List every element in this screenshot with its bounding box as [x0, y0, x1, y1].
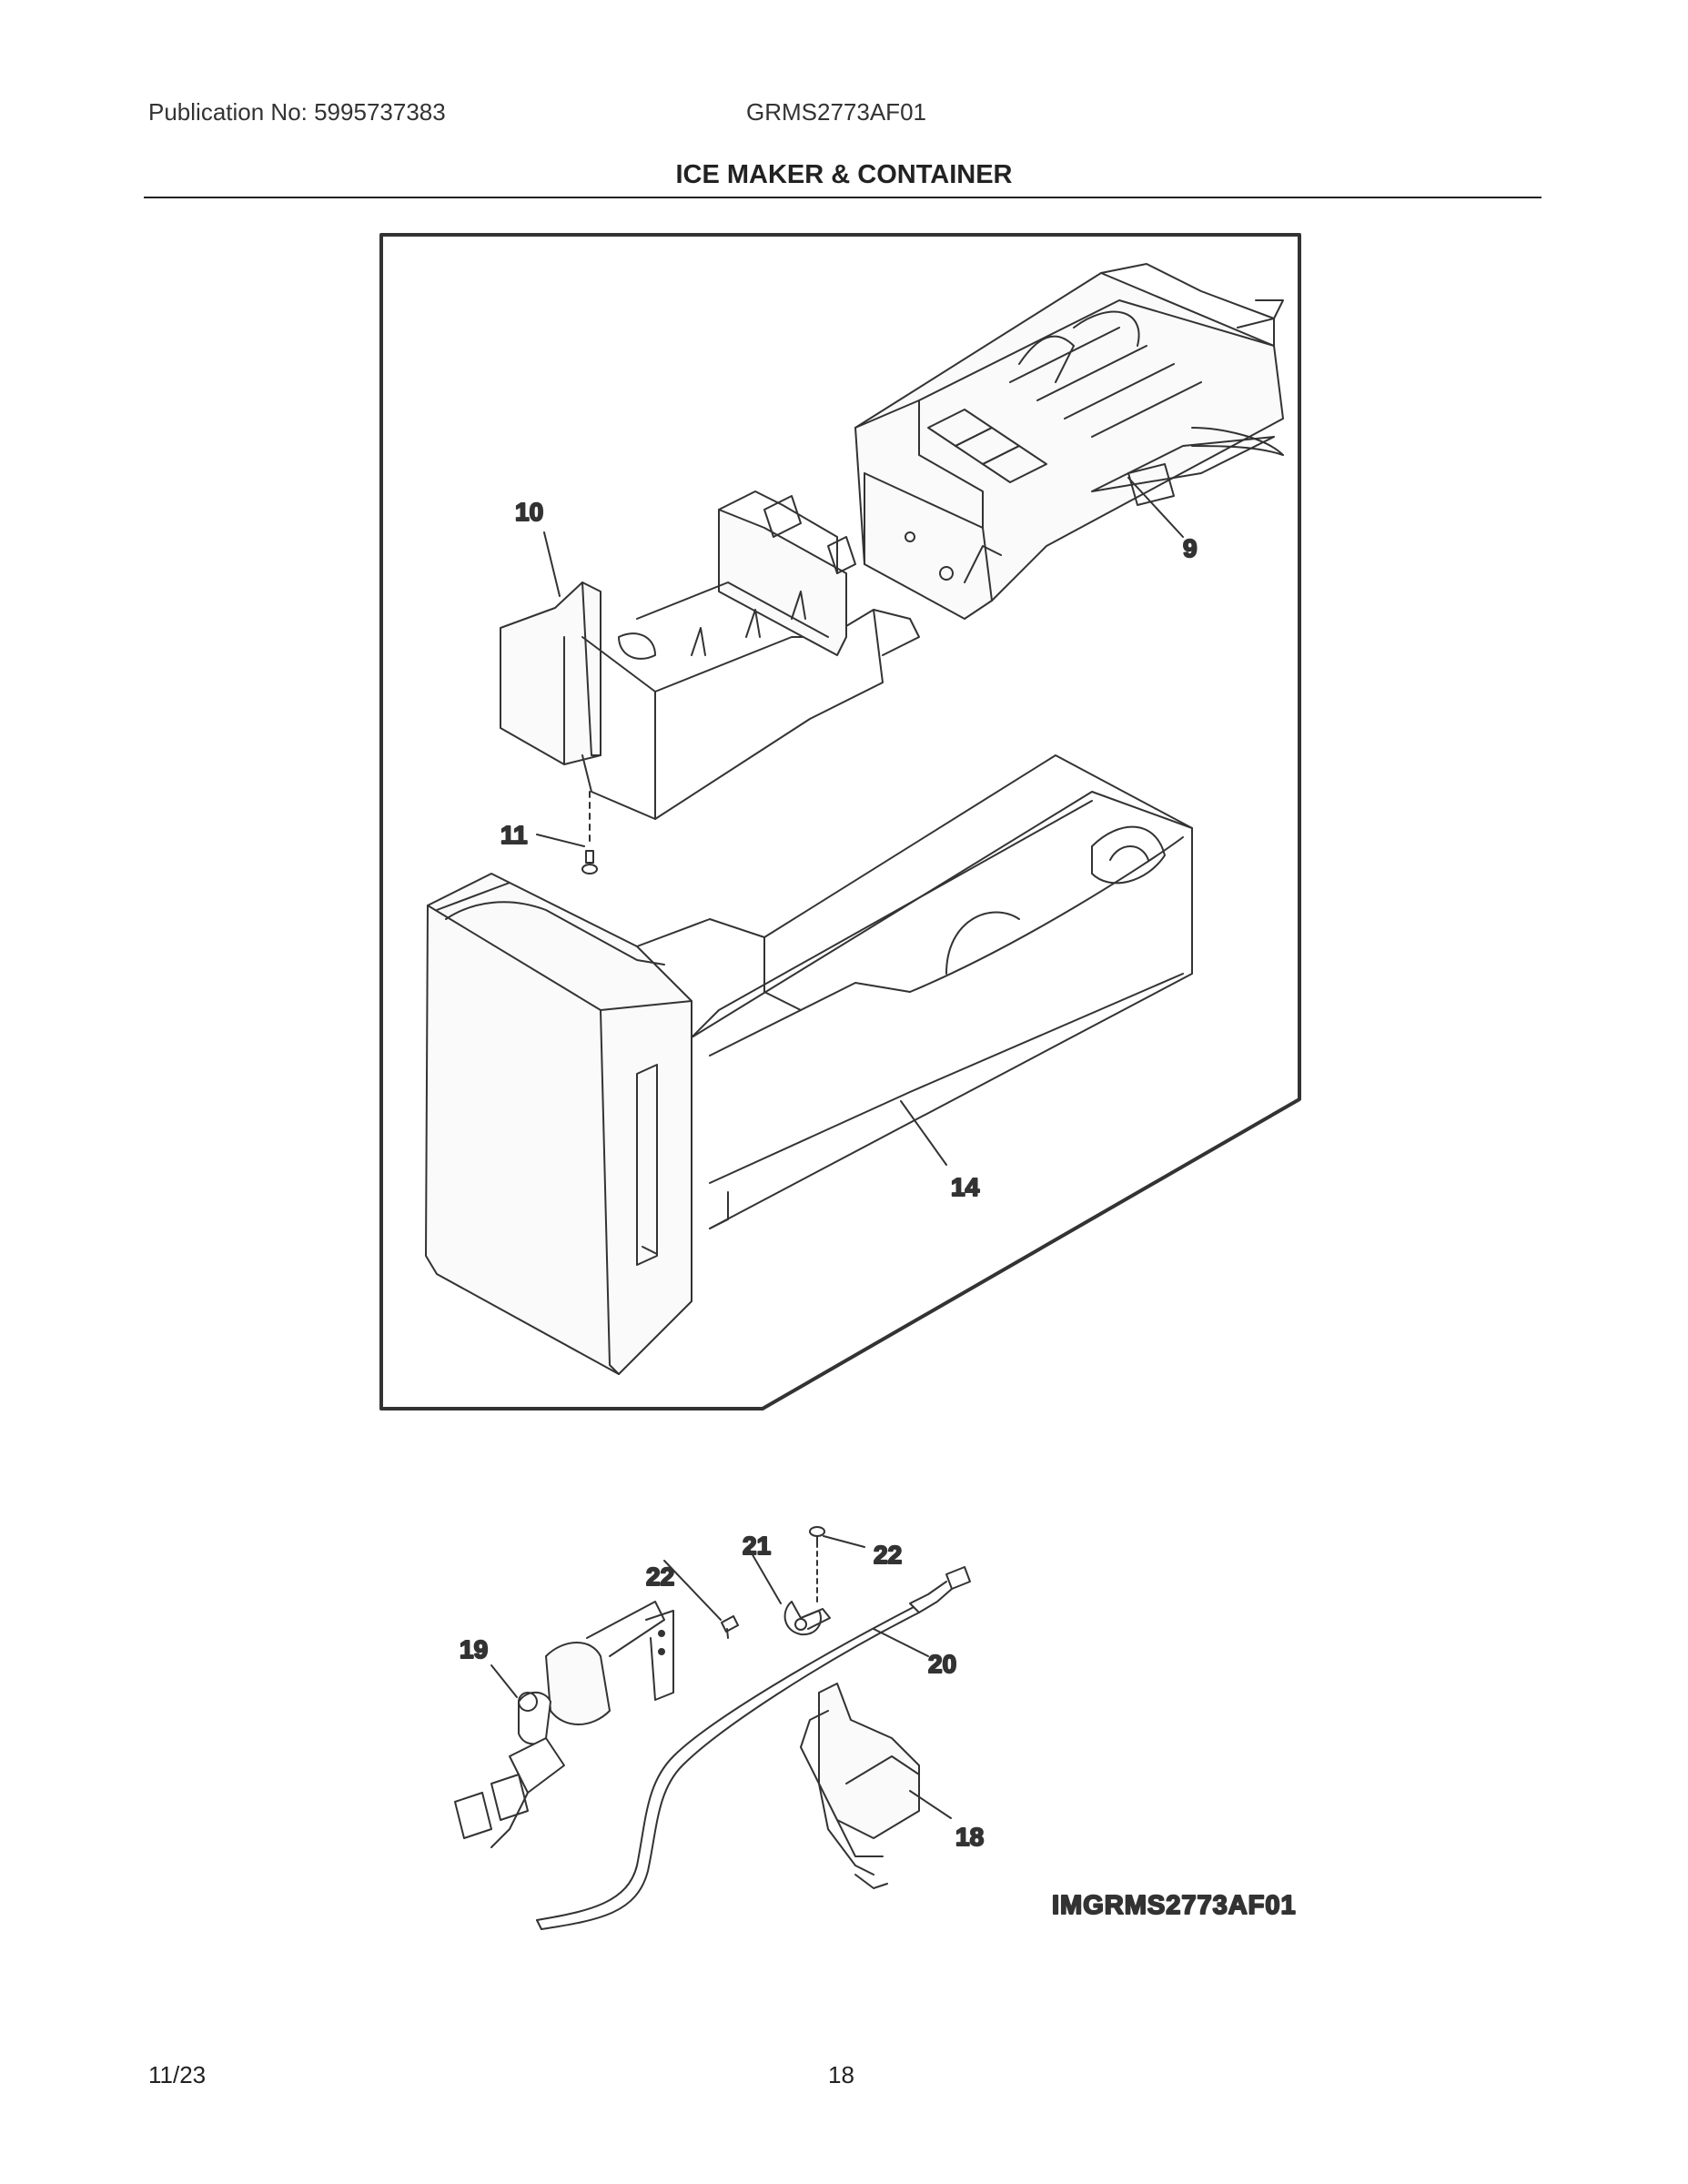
publication-number: Publication No: 5995737383: [148, 98, 446, 126]
callout-21: 21: [743, 1532, 771, 1560]
screw-part-11: [581, 791, 598, 875]
clamp-part: [783, 1601, 831, 1636]
callout-22-left: 22: [646, 1562, 674, 1591]
callout-19: 19: [460, 1635, 488, 1663]
header-rule: [144, 197, 1541, 198]
callout-14: 14: [951, 1173, 980, 1201]
page-number: 18: [828, 2061, 854, 2088]
footer-date: 11/23: [148, 2061, 207, 2088]
assembly-frame: [379, 233, 1301, 1410]
screw-part-22-right: [809, 1526, 825, 1603]
cover-bracket-part: [500, 490, 920, 820]
model-number: GRMS2773AF01: [746, 98, 926, 126]
ice-container-part: [425, 754, 1193, 1375]
callout-leaders: [490, 477, 1184, 1819]
callout-9: 9: [1183, 534, 1198, 562]
water-valve-part: [454, 1601, 674, 1848]
callout-18: 18: [955, 1823, 984, 1851]
callout-20: 20: [928, 1650, 956, 1678]
image-id: IMGRMS2773AF01: [1052, 1891, 1297, 1920]
screw-part-22-left: [721, 1615, 739, 1639]
section-title: ICE MAKER & CONTAINER: [675, 160, 1013, 189]
callout-10: 10: [515, 498, 543, 526]
water-tube-part: [536, 1566, 971, 1930]
callout-22-right: 22: [874, 1541, 902, 1569]
callout-11: 11: [500, 821, 528, 849]
bracket-part-18: [800, 1683, 920, 1889]
ice-maker-part: [854, 263, 1284, 620]
